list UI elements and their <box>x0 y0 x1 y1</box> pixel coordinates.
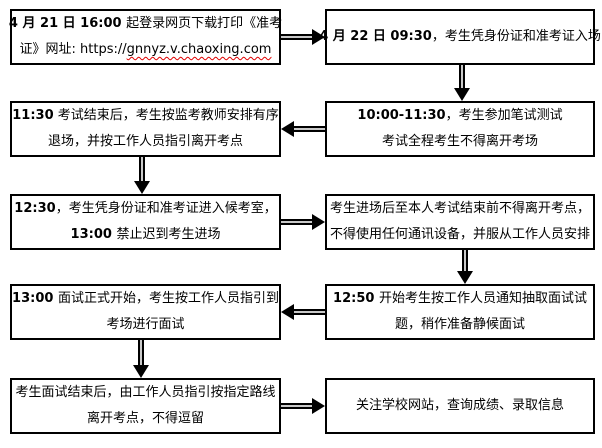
flow-step-text: 考生面试结束后，由工作人员指引按指定路线 <box>15 385 276 400</box>
flow-step-download-admission-ticket: 4 月 21 日 16:00 起登录网页下载打印《准考证》网址: https:/… <box>8 9 283 65</box>
flow-step-check-results: 关注学校网站，查询成绩、录取信息 <box>325 378 595 434</box>
flow-step-interview-start: 13:00 面试正式开始，考生按工作人员指引到考场进行面试 <box>10 284 281 340</box>
flow-step-text: 13:00 面试正式开始，考生按工作人员指引到 <box>12 291 279 306</box>
flow-step-exit-after-written-test: 11:30 考试结束后，考生按监考教师安排有序退场，并按工作人员指引离开考点 <box>10 101 281 157</box>
flow-step-text: 考试全程考生不得离开考场 <box>381 134 538 149</box>
arrow-head <box>134 181 150 194</box>
arrow-shaft <box>462 250 468 271</box>
flow-step-entry-with-id: 4 月 22 日 09:30，考生凭身份证和准考证入场 <box>319 9 601 65</box>
arrow-left-icon <box>281 121 325 137</box>
arrow-shaft <box>294 126 325 132</box>
flow-step-text: 4 月 22 日 09:30，考生凭身份证和准考证入场 <box>319 29 601 44</box>
arrow-head <box>312 398 325 414</box>
arrow-head <box>281 121 294 137</box>
arrow-left-icon <box>281 304 325 320</box>
arrow-shaft <box>139 157 145 181</box>
arrow-right-icon <box>281 398 325 414</box>
flow-step-text: 11:30 考试结束后，考生按监考教师安排有序 <box>12 108 279 123</box>
flow-step-draw-interview-questions: 12:50 开始考生按工作人员通知抽取面试试题，稍作准备静候面试 <box>325 284 595 340</box>
arrow-head <box>454 88 470 101</box>
flow-step-text: 离开考点，不得逗留 <box>86 411 204 426</box>
arrow-down-icon <box>457 250 473 284</box>
arrow-head <box>312 29 325 45</box>
flow-step-text: 考生进场后至本人考试结束前不得离开考点， <box>329 201 590 216</box>
arrow-right-icon <box>281 29 325 45</box>
arrow-shaft <box>281 403 312 409</box>
flow-step-text: 13:00 禁止迟到考生进场 <box>70 227 221 242</box>
arrow-shaft <box>281 219 312 225</box>
arrow-head <box>457 271 473 284</box>
flow-step-text: 关注学校网站，查询成绩、录取信息 <box>355 398 564 413</box>
flow-step-text: 退场，并按工作人员指引离开考点 <box>47 134 243 149</box>
arrow-right-icon <box>281 214 325 230</box>
arrow-down-icon <box>454 65 470 101</box>
flow-step-text: 考场进行面试 <box>106 317 185 332</box>
flow-step-text: 10:00-11:30，考生参加笔试测试 <box>357 108 563 123</box>
arrow-head <box>281 304 294 320</box>
flow-step-text: 不得使用任何通讯设备，并服从工作人员安排 <box>329 227 590 242</box>
arrow-down-icon <box>133 340 149 378</box>
flow-step-text: 12:30，考生凭身份证和准考证进入候考室， <box>14 201 277 216</box>
arrow-shaft <box>281 34 312 40</box>
flow-step-written-test: 10:00-11:30，考生参加笔试测试考试全程考生不得离开考场 <box>325 101 595 157</box>
arrow-shaft <box>294 309 325 315</box>
arrow-shaft <box>138 340 144 365</box>
flow-step-text: 证》网址: https://gnnyz.v.chaoxing.com <box>19 42 272 57</box>
flow-step-text: 题，稍作准备静候面试 <box>394 317 525 332</box>
flow-step-leave-after-interview: 考生面试结束后，由工作人员指引按指定路线离开考点，不得逗留 <box>10 378 281 434</box>
flow-step-no-leaving-no-devices: 考生进场后至本人考试结束前不得离开考点， 不得使用任何通讯设备，并服从工作人员安排 <box>325 194 595 250</box>
flow-step-text: 4 月 21 日 16:00 起登录网页下载打印《准考 <box>8 16 283 31</box>
arrow-down-icon <box>134 157 150 194</box>
flow-step-enter-waiting-room: 12:30，考生凭身份证和准考证进入候考室， 13:00 禁止迟到考生进场 <box>10 194 281 250</box>
arrow-head <box>312 214 325 230</box>
arrow-shaft <box>459 65 465 88</box>
arrow-head <box>133 365 149 378</box>
flow-step-text: 12:50 开始考生按工作人员通知抽取面试试 <box>333 291 587 306</box>
